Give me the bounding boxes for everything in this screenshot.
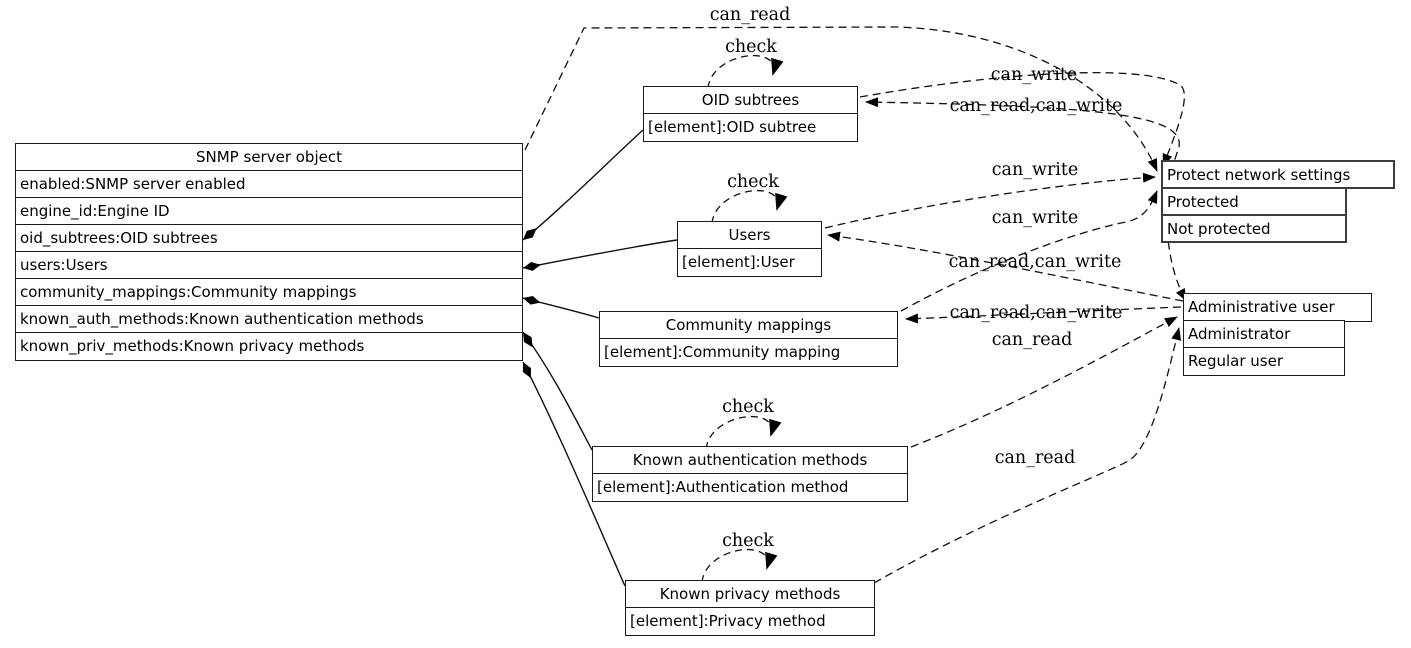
loop-check-auth <box>705 415 782 450</box>
node-known-priv-methods: Known privacy methods [element]:Privacy … <box>625 580 875 636</box>
edge-label-can-write-users: can_write <box>991 160 1079 180</box>
diamond-priv <box>522 362 531 379</box>
edge-snmp-priv <box>522 361 626 587</box>
field-element: [element]:Community mapping <box>599 338 898 367</box>
node-title: Users <box>677 221 822 250</box>
node-known-auth-methods: Known authentication methods [element]:A… <box>592 446 908 502</box>
node-protect-network-settings: Protect network settings Protected Not p… <box>1161 160 1395 243</box>
field-element: [element]:OID subtree <box>643 113 858 142</box>
loop-check-priv <box>701 548 778 583</box>
node-community-mappings: Community mappings [element]:Community m… <box>599 311 898 367</box>
edge-can-read-auth-admin <box>910 316 1178 448</box>
field-community-mappings: community_mappings:Community mappings <box>15 278 523 307</box>
field-oid-subtrees: oid_subtrees:OID subtrees <box>15 224 523 253</box>
field-element: [element]:Privacy method <box>625 607 875 636</box>
loop-label-check-priv: check <box>722 531 774 551</box>
edge-label-can-read-write-oid: can_read,can_write <box>949 96 1123 116</box>
node-title: Protect network settings <box>1161 160 1395 189</box>
edge-can-write-oid-protect <box>859 71 1185 167</box>
edge-can-read-snmp-protect <box>524 26 1158 172</box>
node-title: SNMP server object <box>15 143 523 172</box>
edge-label-can-read-top: can_read <box>709 5 791 25</box>
edge-label-can-read-write-users: can_read,can_write <box>948 252 1122 272</box>
value-not-protected: Not protected <box>1161 214 1347 243</box>
diamond-oid <box>523 228 537 240</box>
edge-label-can-write-community: can_write <box>991 208 1079 228</box>
value-regular-user: Regular user <box>1183 347 1345 376</box>
node-title: Known privacy methods <box>625 580 875 609</box>
permission-edges <box>524 26 1186 584</box>
check-loops <box>701 54 788 583</box>
diamond-community <box>523 295 541 305</box>
edge-snmp-oid-subtrees <box>522 129 644 241</box>
edge-snmp-users <box>522 239 678 269</box>
node-title: Known authentication methods <box>592 446 908 475</box>
edge-can-read-write-oid-admin <box>865 97 1186 300</box>
value-protected: Protected <box>1161 187 1347 216</box>
diamond-users <box>523 262 541 271</box>
loop-label-check-oid: check <box>725 37 777 57</box>
loop-check-users <box>711 189 788 224</box>
field-known-auth-methods: known_auth_methods:Known authentication … <box>15 305 523 334</box>
node-oid-subtrees: OID subtrees [element]:OID subtree <box>643 86 858 142</box>
node-title: OID subtrees <box>643 86 858 115</box>
edge-can-write-community-protect <box>900 190 1158 312</box>
loop-label-check-users: check <box>727 172 779 192</box>
edge-can-read-write-admin-users <box>827 231 1184 302</box>
edge-label-can-read-priv: can_read <box>994 448 1076 468</box>
node-snmp-server-object: SNMP server object enabled:SNMP server e… <box>15 143 523 361</box>
edge-can-read-write-admin-community <box>905 306 1182 324</box>
node-administrative-user: Administrative user Administrator Regula… <box>1183 293 1372 376</box>
edge-label-can-read-write-community: can_read,can_write <box>949 303 1123 323</box>
field-engine-id: engine_id:Engine ID <box>15 197 523 226</box>
loop-label-check-auth: check <box>722 397 774 417</box>
edge-label-can-write-oid: can_write <box>990 65 1078 85</box>
field-users: users:Users <box>15 251 523 280</box>
field-known-priv-methods: known_priv_methods:Known privacy methods <box>15 332 523 361</box>
loop-check-oid <box>707 54 784 89</box>
edge-can-read-priv-admin <box>873 327 1182 584</box>
composition-diamonds <box>522 228 541 379</box>
edge-snmp-auth <box>522 331 593 451</box>
node-users: Users [element]:User <box>677 221 822 277</box>
edge-can-write-users-protect <box>824 172 1156 229</box>
field-enabled: enabled:SNMP server enabled <box>15 170 523 199</box>
node-title: Administrative user <box>1183 293 1372 322</box>
field-element: [element]:User <box>677 248 822 277</box>
field-element: [element]:Authentication method <box>592 473 908 502</box>
edge-label-can-read-auth: can_read <box>991 330 1073 350</box>
node-title: Community mappings <box>599 311 898 340</box>
value-administrator: Administrator <box>1183 320 1345 349</box>
diamond-auth <box>523 332 533 348</box>
